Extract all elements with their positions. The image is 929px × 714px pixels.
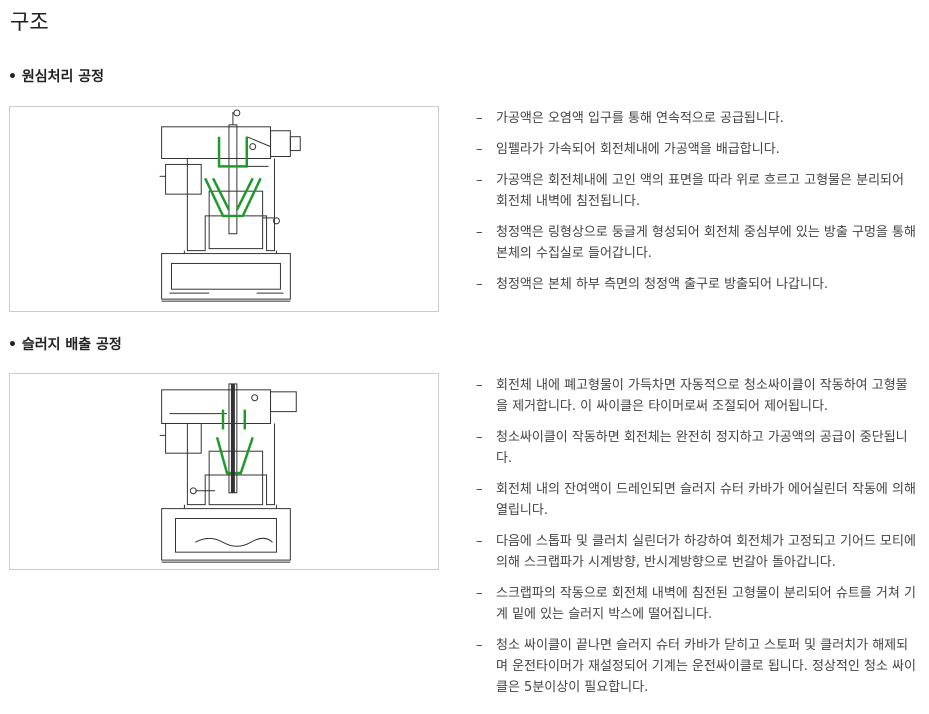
list-item: –가공액은 회전체내에 고인 액의 표면을 따라 위로 흐르고 고형물은 분리되… — [476, 173, 904, 209]
centrifugal-process-list: –가공액은 오염액 입구를 통해 연속적으로 공급됩니다. –임펠라가 가속되어… — [476, 108, 916, 295]
list-item: –스크랩파의 작동으로 회전체 내벽에 침전된 고형물이 분리되어 슈트를 거쳐… — [476, 586, 916, 622]
list-item: –임펠라가 가속되어 회전체내에 가공액을 배급합니다. — [476, 142, 780, 157]
list-item: –청정액은 본체 하부 측면의 청정액 출구로 방출되어 나갑니다. — [476, 277, 829, 292]
list-item: –회전체 내에 폐고형물이 가득차면 자동적으로 청소싸이클이 작동하여 고형물… — [476, 378, 908, 414]
section-title-sludge: • 슬러지 배출 공정 — [8, 337, 122, 353]
centrifuge-schematic — [159, 109, 301, 302]
page-title: 구조 — [10, 10, 49, 34]
list-item: –청정액은 링형상으로 둥글게 형성되어 회전체 중심부에 있는 방출 구멍을 … — [476, 225, 916, 261]
sludge-schematic — [159, 383, 297, 563]
centrifugal-process-diagram — [9, 106, 439, 312]
list-item: –청소 싸이클이 끝나면 슬러지 슈터 카바가 닫히고 스토퍼 및 클러치가 해… — [476, 638, 916, 695]
list-item: –청소싸이클이 작동하면 회전체는 완전히 정지하고 가공액의 공급이 중단됩니… — [476, 430, 908, 466]
section-title-centrifugal: • 원심처리 공정 — [8, 69, 104, 85]
list-item: –회전체 내의 잔여액이 드레인되면 슬러지 슈터 카바가 에어실린더 작동에 … — [476, 482, 916, 518]
sludge-process-diagram — [9, 373, 439, 570]
sludge-process-list: –회전체 내에 폐고형물이 가득차면 자동적으로 청소싸이클이 작동하여 고형물… — [476, 375, 916, 698]
list-item: –다음에 스톱파 및 클러치 실린더가 하강하여 회전체가 고정되고 기어드 모… — [476, 534, 916, 570]
list-item: –가공액은 오염액 입구를 통해 연속적으로 공급됩니다. — [476, 111, 784, 126]
